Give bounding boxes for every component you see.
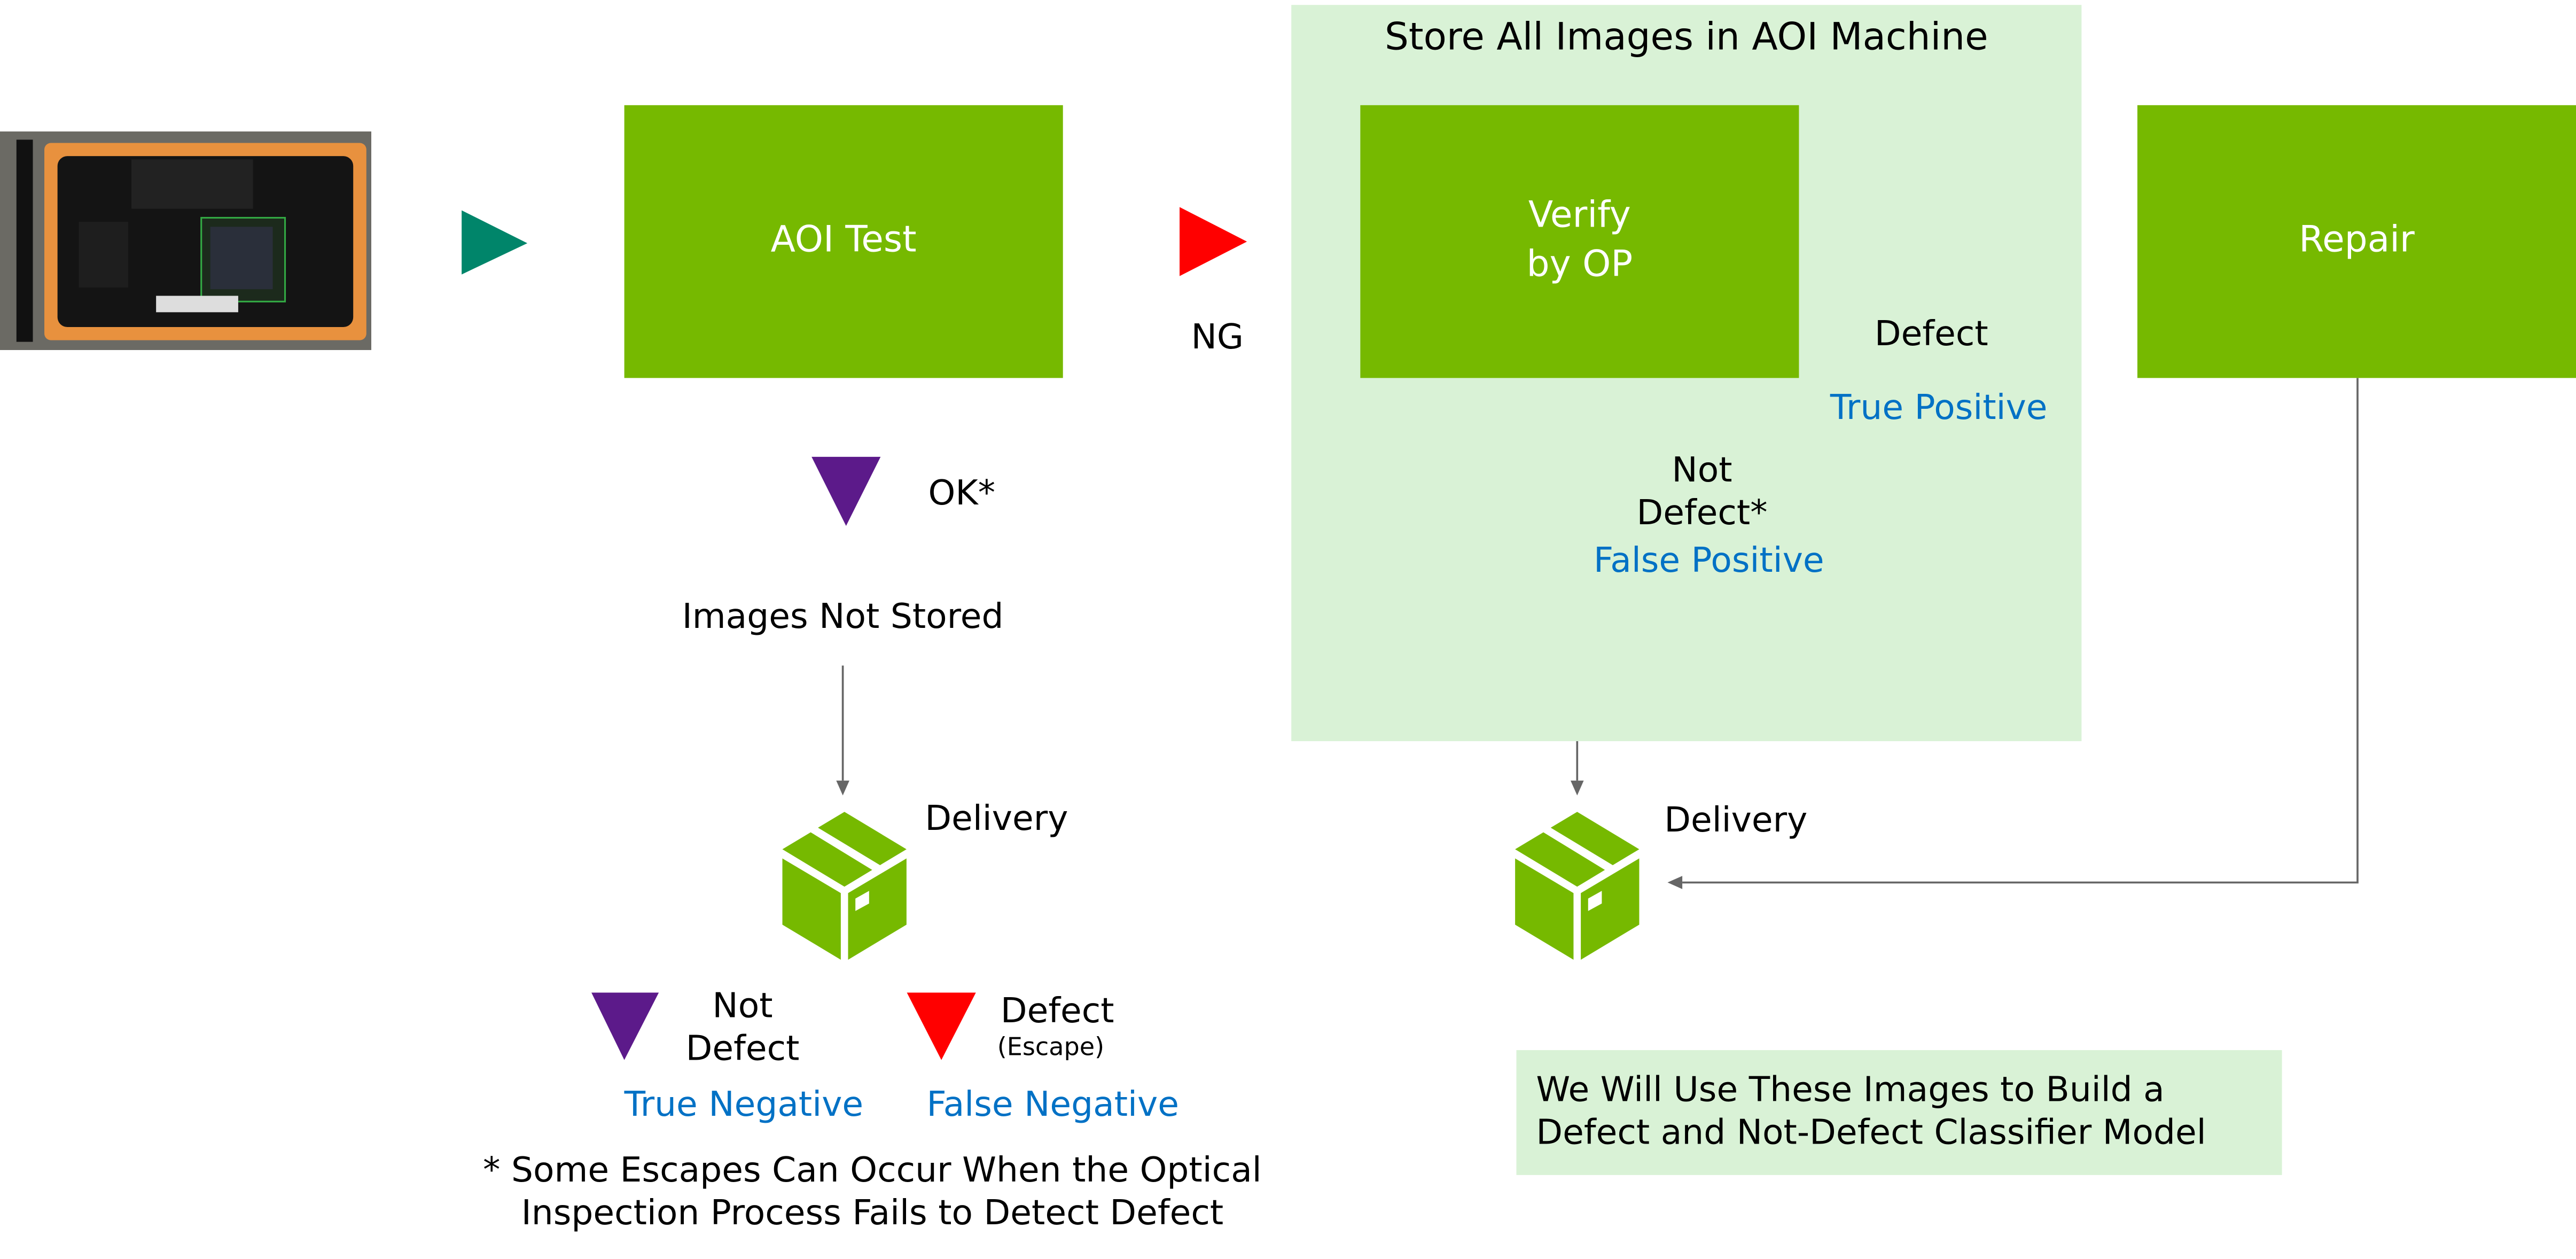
true-positive-label: True Positive bbox=[1830, 387, 2048, 428]
purple-down-ok-icon bbox=[811, 456, 881, 526]
red-arrow-ng-icon bbox=[1180, 207, 1247, 276]
repair-label: Repair bbox=[2299, 220, 2415, 261]
arrow-repair-to-delivery bbox=[1667, 378, 2359, 889]
not-defect-star-label: Not Defect* bbox=[1636, 450, 1768, 533]
ok-label: OK* bbox=[928, 473, 996, 513]
teal-arrow-icon bbox=[462, 210, 528, 275]
footnote: * Some Escapes Can Occur When the Optica… bbox=[483, 1150, 1262, 1233]
verify-label: Verify by OP bbox=[1526, 195, 1633, 286]
images-not-stored-label: Images Not Stored bbox=[682, 596, 1004, 636]
false-positive-label: False Positive bbox=[1594, 540, 1824, 580]
pcb-board-image bbox=[0, 131, 372, 351]
aoi-test-label: AOI Test bbox=[770, 220, 917, 261]
purple-down-true-negative-icon bbox=[591, 992, 659, 1060]
verify-box: Verify by OP bbox=[1360, 105, 1799, 378]
delivery-box-icon bbox=[1515, 812, 1640, 960]
verify-defect-label: Defect bbox=[1874, 314, 1988, 354]
not-defect-label: Not Defect bbox=[685, 986, 800, 1068]
delivery-right-label: Delivery bbox=[1664, 800, 1808, 840]
classifier-note-box bbox=[1516, 1050, 2282, 1175]
arrow-to-delivery-left bbox=[836, 665, 849, 796]
escape-label: (Escape) bbox=[997, 1032, 1105, 1062]
delivery-left-label: Delivery bbox=[925, 798, 1068, 838]
defect-label: Defect bbox=[1000, 991, 1114, 1031]
false-negative-label: False Negative bbox=[926, 1084, 1179, 1124]
classifier-note: We Will Use These Images to Build a Defe… bbox=[1536, 1070, 2206, 1152]
aoi-test-box: AOI Test bbox=[624, 105, 1063, 378]
repair-box: Repair bbox=[2137, 105, 2576, 378]
red-down-false-negative-icon bbox=[907, 992, 976, 1060]
panel-title: Store All Images in AOI Machine bbox=[1384, 16, 1988, 59]
true-negative-label: True Negative bbox=[624, 1084, 864, 1124]
delivery-box-icon bbox=[782, 812, 907, 960]
ng-label: NG bbox=[1191, 317, 1244, 357]
